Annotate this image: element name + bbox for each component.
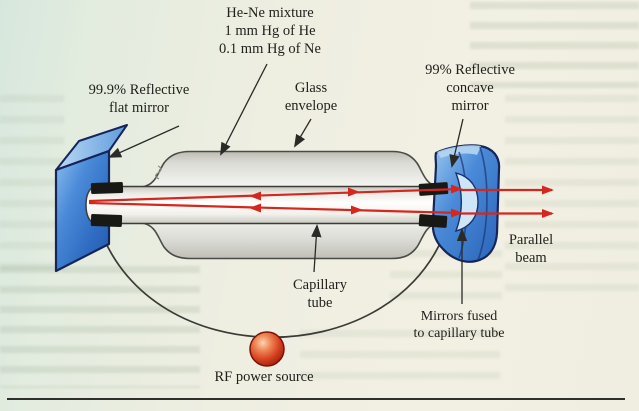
beam-arrowhead-right xyxy=(351,205,363,215)
label-flat-mirror: 99.9% Reflective flat mirror xyxy=(89,81,190,117)
concave-mirror xyxy=(431,144,501,263)
leader-flat-mirror xyxy=(108,125,180,158)
beam-upper xyxy=(88,187,462,203)
concave-mirror-curvature-line xyxy=(477,146,488,261)
beam-arrowhead-right xyxy=(451,184,463,194)
label-line: 0.1 mm Hg of Ne xyxy=(219,41,321,57)
flat-mirror-front-face xyxy=(54,149,111,273)
flat-mirror xyxy=(54,124,128,273)
label-capillary-tube: Capillary tube xyxy=(293,276,347,312)
rf-power-source-sphere xyxy=(249,331,285,367)
label-line: 1 mm Hg of He xyxy=(224,23,316,39)
label-line: 99.9% Reflective xyxy=(88,82,190,98)
label-line: envelope xyxy=(284,98,338,114)
label-line: beam xyxy=(515,250,547,266)
label-line: RF power source xyxy=(214,369,314,385)
label-line: Glass xyxy=(294,80,328,96)
leader-capillary-tube xyxy=(311,224,322,273)
label-line: concave xyxy=(446,80,494,96)
label-line: 99% Reflective xyxy=(425,62,515,78)
label-rf-power-source: RF power source xyxy=(214,368,313,386)
page-rule xyxy=(7,398,625,400)
label-line: He-Ne mixture xyxy=(226,5,314,21)
mirror-clamp-right-bottom xyxy=(418,214,448,228)
beam-arrowhead-left xyxy=(249,203,261,213)
label-line: Mirrors fused xyxy=(420,309,498,324)
mirror-clamp-left-bottom xyxy=(90,214,123,228)
beam-arrowheads xyxy=(249,184,554,218)
label-he-ne-mixture: He-Ne mixture 1 mm Hg of He 0.1 mm Hg of… xyxy=(219,4,321,58)
beam-lower xyxy=(88,201,462,215)
label-parallel-beam: Parallel beam xyxy=(509,231,553,267)
mirror-clamp-left-top xyxy=(90,181,124,195)
label-glass-envelope: Glass envelope xyxy=(285,79,337,115)
beam-arrowhead-exit xyxy=(542,185,554,195)
label-line: Capillary xyxy=(293,277,347,293)
label-line: to capillary tube xyxy=(413,326,505,341)
label-mirrors-fused: Mirrors fused to capillary tube xyxy=(414,308,505,342)
glass-reflection-squiggle xyxy=(155,165,162,180)
concave-mirror-top-highlight xyxy=(437,145,481,158)
label-line: mirror xyxy=(451,98,489,114)
beam-arrowhead-exit xyxy=(542,209,554,218)
label-line: flat mirror xyxy=(108,100,169,116)
label-line: Parallel xyxy=(508,232,554,248)
label-line: tube xyxy=(307,295,333,311)
laser-beam xyxy=(88,187,552,215)
label-concave-mirror: 99% Reflective concave mirror xyxy=(425,61,515,115)
beam-arrowhead-right xyxy=(451,208,463,218)
leader-mixture xyxy=(220,63,268,156)
leader-lines xyxy=(108,63,468,304)
beam-arrowhead-right xyxy=(348,187,360,197)
beam-arrowhead-left xyxy=(249,191,261,201)
concave-mirror-inner-surface xyxy=(454,171,479,233)
leader-glass-envelope xyxy=(294,118,312,148)
leader-concave-mirror xyxy=(449,118,464,168)
